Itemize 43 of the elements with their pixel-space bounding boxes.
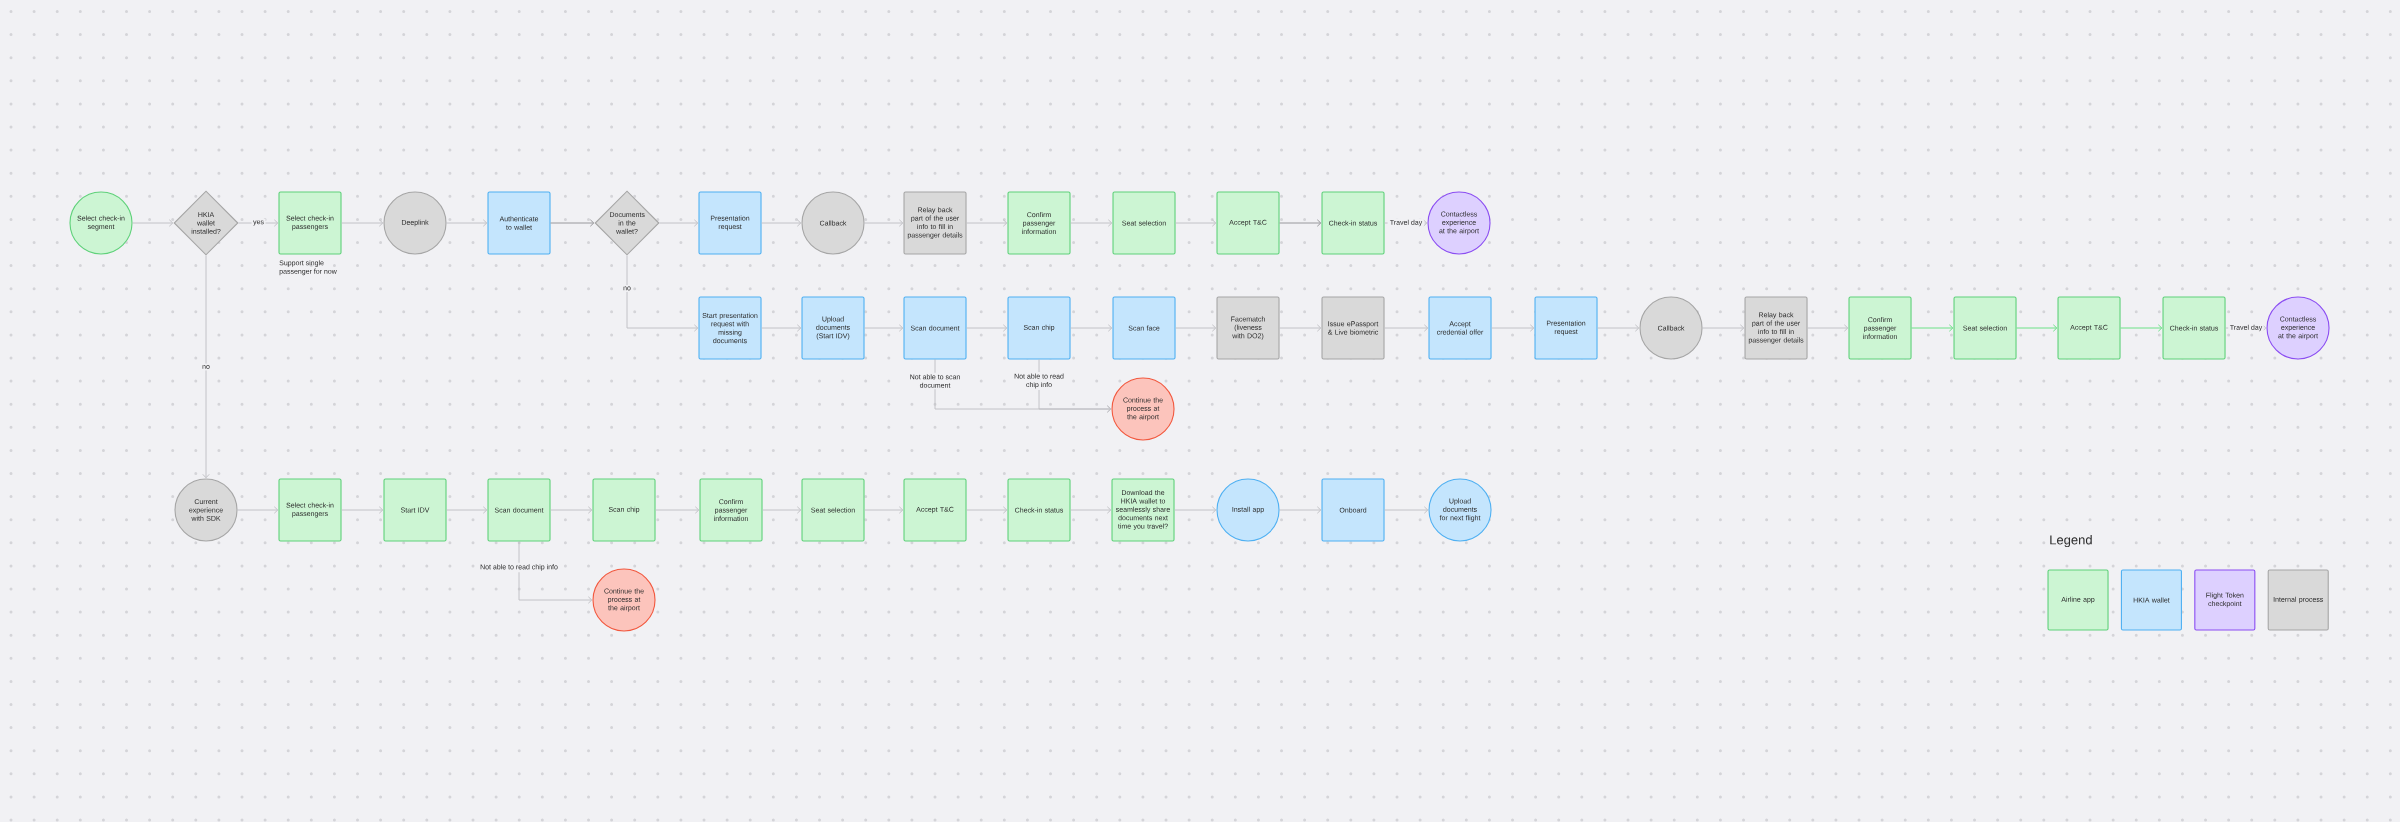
arrow <box>132 219 174 227</box>
arrow <box>1384 506 1429 514</box>
arrow <box>1175 219 1217 227</box>
arrow <box>1384 324 1429 332</box>
arrow <box>446 219 488 227</box>
arrow <box>518 541 593 604</box>
arrow <box>864 324 904 332</box>
arrow <box>1807 324 1849 332</box>
arrow <box>966 219 1008 227</box>
legend-title: Legend <box>2050 534 2092 548</box>
arrow <box>1070 324 1113 332</box>
arrow <box>237 506 279 514</box>
arrow <box>966 506 1008 514</box>
arrow <box>341 506 384 514</box>
arrow <box>550 506 593 514</box>
arrow <box>864 219 904 227</box>
arrow <box>550 219 595 227</box>
arrow <box>1070 219 1113 227</box>
arrow <box>238 219 279 227</box>
arrow <box>446 506 488 514</box>
arrow <box>1038 359 1112 413</box>
arrow <box>626 255 699 332</box>
arrow <box>2120 324 2163 332</box>
arrow <box>761 219 802 227</box>
arrow <box>762 506 802 514</box>
arrow <box>1491 324 1535 332</box>
arrow <box>1175 324 1217 332</box>
arrow <box>1911 324 1954 332</box>
arrow <box>761 324 802 332</box>
arrow <box>1279 324 1322 332</box>
arrow <box>655 506 700 514</box>
arrow <box>1279 219 1322 227</box>
arrow <box>659 219 699 227</box>
arrow <box>1174 506 1217 514</box>
arrow <box>1702 324 1745 332</box>
arrow <box>341 219 384 227</box>
arrow <box>966 324 1008 332</box>
arrow <box>1279 506 1322 514</box>
arrow <box>1597 324 1640 332</box>
arrow <box>2016 324 2058 332</box>
arrow <box>864 506 904 514</box>
arrow <box>202 255 210 479</box>
arrow <box>1070 506 1112 514</box>
